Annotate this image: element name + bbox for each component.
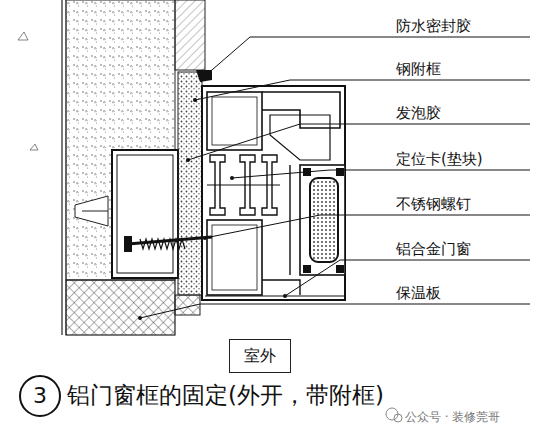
part-label: 定位卡(垫块) [396,151,483,168]
node-text: 室外 [244,347,276,365]
watermark: 公众号 · 装修莞哥 [405,411,500,424]
part-label: 保温板 [396,285,441,302]
node-text: 3 [33,384,47,408]
part-label: 钢附框 [396,61,441,78]
part-label: 铝合金门窗 [396,241,471,258]
part-label: 不锈钢螺钉 [396,196,471,213]
diagram-title: 铝门窗框的固定(外开，带附框) [67,383,384,408]
part-label: 发泡胶 [396,105,441,122]
callout-number: 3 [19,375,61,417]
part-label: 防水密封胶 [396,18,471,35]
region-box: 室外 [229,339,291,373]
